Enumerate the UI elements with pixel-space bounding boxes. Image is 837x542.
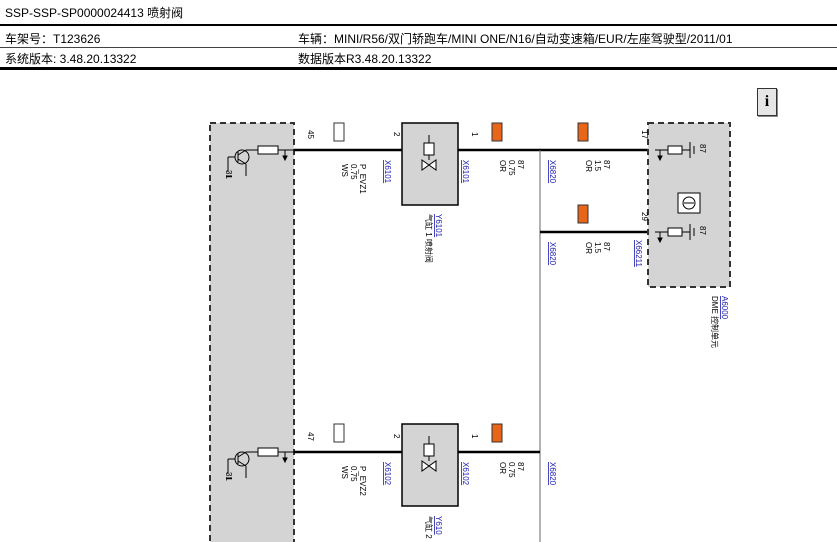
- wire-color-flag-white: [333, 423, 345, 443]
- header-rule-top: [0, 24, 837, 26]
- link-x6820-a[interactable]: X6820: [548, 160, 557, 184]
- link-a6000[interactable]: A6000: [720, 296, 729, 320]
- svg-text:0.75: 0.75: [349, 466, 358, 482]
- svg-text:87: 87: [516, 462, 525, 471]
- wire-color-flag-orange: [491, 423, 503, 443]
- svg-text:WS: WS: [340, 466, 349, 479]
- wire-label-87-a: 87 0.75 OR: [498, 160, 525, 176]
- dme-relay-2-label: 87: [698, 226, 707, 235]
- dme-relay-2-icon: [655, 224, 695, 244]
- page-title: SSP-SSP-SP0000024413 喷射阀: [5, 6, 184, 20]
- pin-2-bottom: 2: [392, 434, 401, 439]
- injector-valve-2-icon: [421, 436, 437, 472]
- pin-17: 17: [640, 130, 649, 139]
- link-x6820-c[interactable]: X6820: [548, 462, 557, 486]
- wire-color-flag-orange: [577, 204, 589, 224]
- dme-relay-1-icon: [655, 142, 695, 162]
- pin-31-b: 31: [224, 472, 233, 481]
- svg-text:87: 87: [602, 242, 611, 251]
- link-x6820-b[interactable]: X6820: [548, 242, 557, 266]
- svg-text:WS: WS: [340, 164, 349, 177]
- link-y6101[interactable]: Y6101: [434, 214, 443, 238]
- transistor-2-icon: [226, 447, 294, 479]
- pin-31-a: 31: [224, 170, 233, 179]
- transistor-1-icon: [226, 145, 294, 177]
- pin-45: 45: [306, 130, 315, 139]
- dme-relay-1-label: 87: [698, 144, 707, 153]
- wire-label-evz1: P_EVZ1 0.75 WS: [340, 164, 367, 194]
- info-button[interactable]: i: [757, 88, 777, 116]
- header-rule-mid: [0, 47, 837, 48]
- vehicle-label: 车辆：MINI/R56/双门轿跑车/MINI ONE/N16/自动变速箱/EUR…: [298, 32, 733, 46]
- svg-text:0.75: 0.75: [507, 160, 516, 176]
- svg-text:OR: OR: [498, 462, 507, 474]
- wire-label-87-c: 87 1.5 OR: [584, 242, 611, 254]
- link-x6101-right[interactable]: X6101: [461, 160, 470, 184]
- pin-29: 29: [640, 212, 649, 221]
- injector-1-desc: 气缸 1 喷射阀: [424, 214, 434, 263]
- pin-2-top: 2: [392, 132, 401, 137]
- injector-2-desc: 气缸 2: [424, 516, 434, 539]
- link-x6101-left[interactable]: X6101: [383, 160, 392, 184]
- wire-color-flag-orange: [491, 122, 503, 142]
- svg-text:OR: OR: [584, 242, 593, 254]
- system-version: 系统版本: 3.48.20.13322: [5, 52, 137, 66]
- wire-color-flag-orange: [577, 122, 589, 142]
- header-rule-bottom: [0, 67, 837, 70]
- wiring-diagram: 31 31: [209, 122, 731, 542]
- svg-text:P_EVZ2: P_EVZ2: [358, 466, 367, 496]
- link-x66211[interactable]: X66211: [634, 240, 643, 268]
- data-version: 数据版本R3.48.20.13322: [298, 52, 432, 66]
- wire-label-87-b: 87 1.5 OR: [584, 160, 611, 172]
- wire-label-evz2: P_EVZ2 0.75 WS: [340, 466, 367, 496]
- pin-1-bottom: 1: [470, 434, 479, 439]
- svg-text:P_EVZ1: P_EVZ1: [358, 164, 367, 194]
- ecu-left-block: [209, 122, 295, 542]
- link-y6102[interactable]: Y610: [434, 516, 443, 535]
- link-x6102-left[interactable]: X6102: [383, 462, 392, 486]
- wire-color-flag-white: [333, 122, 345, 142]
- svg-text:1.5: 1.5: [593, 160, 602, 172]
- svg-text:87: 87: [516, 160, 525, 169]
- wire-label-87-d: 87 0.75 OR: [498, 462, 525, 478]
- svg-text:0.75: 0.75: [349, 164, 358, 180]
- svg-text:1.5: 1.5: [593, 242, 602, 254]
- svg-text:0.75: 0.75: [507, 462, 516, 478]
- ground-symbol-icon: [677, 192, 701, 214]
- vin-label: 车架号：T123626: [5, 32, 101, 46]
- pin-1-top: 1: [470, 132, 479, 137]
- dme-desc: DME 控制单元: [710, 296, 720, 348]
- injector-valve-1-icon: [421, 135, 437, 171]
- svg-text:OR: OR: [498, 160, 507, 172]
- svg-text:OR: OR: [584, 160, 593, 172]
- info-icon: i: [764, 93, 770, 110]
- pin-47: 47: [306, 432, 315, 441]
- svg-text:87: 87: [602, 160, 611, 169]
- link-x6102-right[interactable]: X6102: [461, 462, 470, 486]
